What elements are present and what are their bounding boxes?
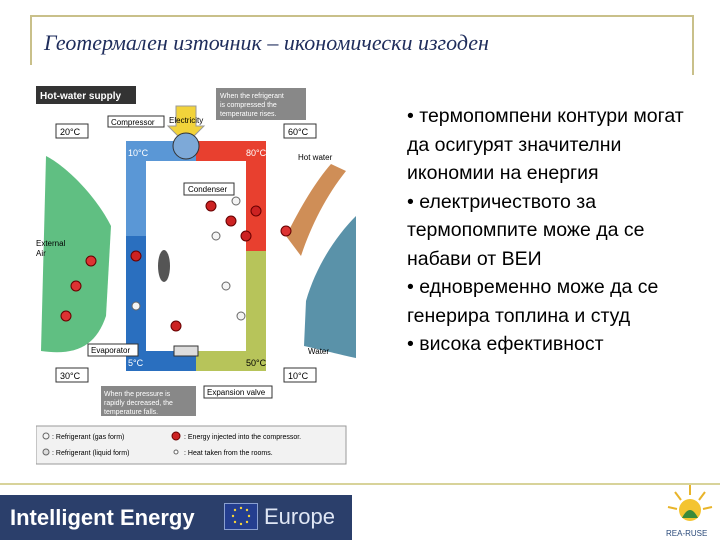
bullet-item: • висока ефективност (407, 333, 604, 355)
title-frame-right (692, 15, 694, 75)
refrigerant-dots (60, 196, 292, 332)
electricity-arrow (166, 105, 206, 145)
expansion-valve (173, 345, 199, 357)
footer-banner: Intelligent Energy Europe (0, 495, 352, 540)
compressor-label: Compressor (111, 118, 155, 127)
footer-brand: Intelligent Energy (10, 505, 195, 530)
note-top-box (216, 88, 306, 120)
legend-liquid: : Refrigerant (liquid form) (52, 450, 129, 457)
water-area (304, 216, 356, 358)
svg-text:When the refrigerant: When the refrigerant (220, 93, 284, 100)
diagram-header: Hot-water supply (40, 91, 122, 102)
footer-region: Europe (264, 504, 335, 529)
svg-text:rapidly decreased, the: rapidly decreased, the (104, 400, 173, 407)
rea-ruse-logo: REA-RUSE (666, 485, 713, 538)
legend-energy: : Energy injected into the compressor. (184, 434, 301, 441)
heat-pump-diagram: Hot-water supply 20°C 60°C 30°C 10°C Com… (36, 86, 356, 465)
note-bottom-box (101, 386, 196, 416)
expansion-valve-label: Expansion valve (207, 388, 266, 397)
legend-gas: : Refrigerant (gas form) (52, 434, 124, 441)
svg-text:When the pressure is: When the pressure is (104, 391, 171, 398)
bullet-list: • термопомпени контури могат да осигурят… (407, 102, 692, 359)
title-frame-left (30, 15, 32, 65)
external-air-area (41, 156, 111, 353)
temp-10: 10°C (128, 148, 149, 158)
footer-divider (0, 483, 720, 485)
eu-flag-icon (224, 503, 258, 530)
evaporator-label: Evaporator (91, 346, 130, 355)
diagram-header-bar (36, 86, 136, 104)
condenser-label: Condenser (188, 185, 227, 194)
fan-icon (158, 250, 170, 282)
electricity-label: Electricity (169, 116, 203, 125)
svg-text:is compressed the: is compressed the (220, 102, 277, 109)
hot-water-arrow (286, 164, 346, 256)
slide-title: Геотермален източник – икономически изго… (44, 30, 489, 55)
title-frame-top (30, 15, 694, 17)
legend-heat: : Heat taken from the rooms. (184, 450, 273, 457)
water-label: Water (308, 347, 329, 356)
temp-5: 5°C (128, 358, 144, 368)
temp-20: 20°C (60, 127, 81, 137)
temp-50: 50°C (246, 358, 267, 368)
temp-60: 60°C (288, 127, 309, 137)
bullet-item: • едновременно може да се генерира топли… (407, 276, 659, 327)
external-air-label-1: External (36, 239, 66, 248)
legend-box (36, 425, 347, 465)
temp-30: 30°C (60, 371, 81, 381)
external-air-label-2: Air (36, 249, 46, 258)
compressor-unit (172, 132, 200, 160)
temp-10b: 10°C (288, 371, 309, 381)
svg-text:temperature rises.: temperature rises. (220, 111, 276, 118)
svg-text:temperature falls.: temperature falls. (104, 409, 158, 416)
temp-80: 80°C (246, 148, 267, 158)
hot-water-label: Hot water (298, 153, 333, 162)
bullet-item: • термопомпени контури могат да осигурят… (407, 105, 684, 184)
logo-text: REA-RUSE (666, 529, 707, 538)
bullet-item: • електричеството за термопомпите може д… (407, 190, 645, 270)
